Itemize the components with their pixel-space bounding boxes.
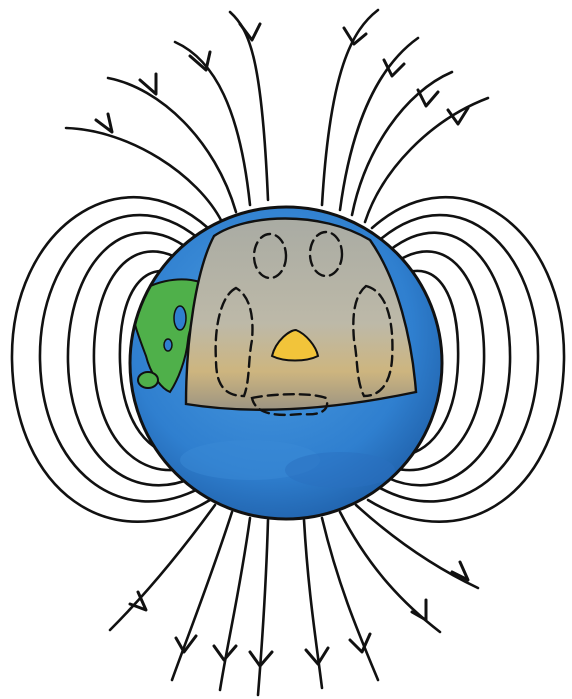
arrow-icon [96,114,112,132]
field-line [258,520,268,695]
field-line [172,512,232,680]
field-line [230,12,268,200]
field-line [110,505,215,630]
field-line [108,78,236,212]
field-line [220,518,250,690]
arrow-icon [214,646,236,660]
lake [164,339,172,351]
field-line [365,98,488,222]
lake [174,306,186,330]
field-line [340,38,418,210]
arrow-icon [448,108,468,124]
arrow-icon [240,24,260,40]
earth-globe [130,207,442,519]
continent [138,372,158,388]
field-line [322,518,378,680]
